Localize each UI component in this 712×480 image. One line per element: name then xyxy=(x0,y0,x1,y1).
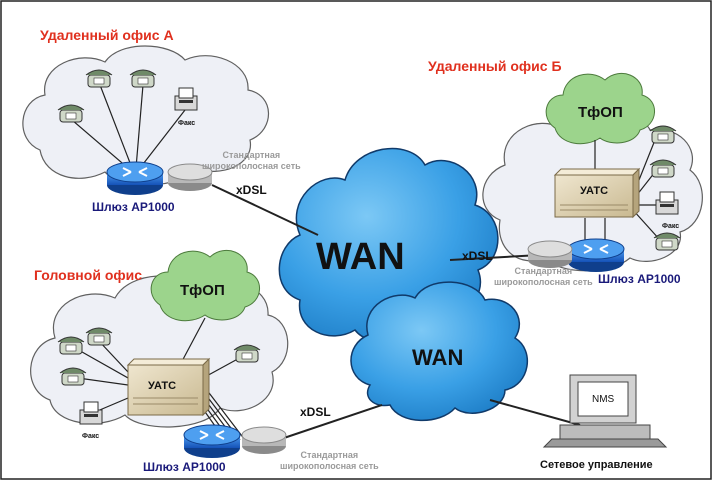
broadband-device-head xyxy=(241,426,287,454)
phone-icon xyxy=(649,159,677,178)
broadband-device-b xyxy=(527,240,573,268)
phone-icon xyxy=(653,232,681,251)
pbx-office-b xyxy=(553,167,641,219)
fax-icon xyxy=(174,87,198,111)
broadband-label-head-line2: широкополосная сеть xyxy=(280,461,379,471)
office-a-title: Удаленный офис А xyxy=(40,27,174,43)
fax-label-head: Факс xyxy=(82,433,100,440)
head-office-title: Головной офис xyxy=(34,267,143,283)
link-head-office xyxy=(277,404,383,441)
fax-icon xyxy=(79,401,103,425)
broadband-label-b-line1: Стандартная xyxy=(514,266,573,276)
router-office-b xyxy=(567,238,625,272)
link-office-b xyxy=(449,254,541,261)
link-nms xyxy=(489,399,581,426)
phone-icon xyxy=(85,327,113,346)
fax-label-b: Факс xyxy=(662,223,680,230)
pstn-cloud-head xyxy=(150,249,260,322)
gateway-label-a: Шлюз AP1000 xyxy=(92,200,175,214)
phone-icon xyxy=(57,104,85,123)
wan-label-main: WAN xyxy=(316,236,405,278)
xdsl-label-head: xDSL xyxy=(300,405,331,419)
broadband-label-a-line2: широкополосная сеть xyxy=(202,161,301,171)
broadband-label-b-line2: широкополосная сеть xyxy=(494,277,593,287)
pstn-label-b: ТфОП xyxy=(578,104,623,121)
wan-label-secondary: WAN xyxy=(412,345,464,370)
gateway-label-b: Шлюз AP1000 xyxy=(598,272,681,286)
broadband-label-a-line1: Стандартная xyxy=(222,150,281,160)
nms-caption: Сетевое управление xyxy=(540,459,653,471)
pbx-head-office xyxy=(126,357,211,417)
link-office-a xyxy=(211,184,319,236)
router-office-a xyxy=(106,161,164,195)
pbx-label-b: УАТС xyxy=(580,185,609,197)
phone-icon xyxy=(649,125,677,144)
phone-icon xyxy=(59,367,87,386)
xdsl-label-a: xDSL xyxy=(236,183,267,197)
xdsl-label-b: xDSL xyxy=(462,249,493,263)
phone-icon xyxy=(85,69,113,88)
nms-screen-label: NMS xyxy=(592,394,615,405)
pstn-cloud-b xyxy=(545,72,655,145)
links xyxy=(211,184,581,441)
pbx-label-head: УАТС xyxy=(148,380,177,392)
router-head-office xyxy=(183,424,241,458)
phone-icon xyxy=(233,344,261,363)
office-b-title: Удаленный офис Б xyxy=(428,58,562,74)
office-a-wires xyxy=(71,84,186,169)
fax-label-a: Факс xyxy=(178,120,196,127)
fax-icon xyxy=(655,191,679,215)
broadband-label-head-line1: Стандартная xyxy=(300,450,359,460)
nms-computer-icon xyxy=(542,374,668,448)
pstn-label-head: ТфОП xyxy=(180,282,225,299)
gateway-label-head: Шлюз AP1000 xyxy=(143,460,226,474)
phone-icon xyxy=(129,69,157,88)
phone-icon xyxy=(57,336,85,355)
broadband-device-a xyxy=(167,163,213,191)
wan-cloud-secondary xyxy=(350,281,529,422)
